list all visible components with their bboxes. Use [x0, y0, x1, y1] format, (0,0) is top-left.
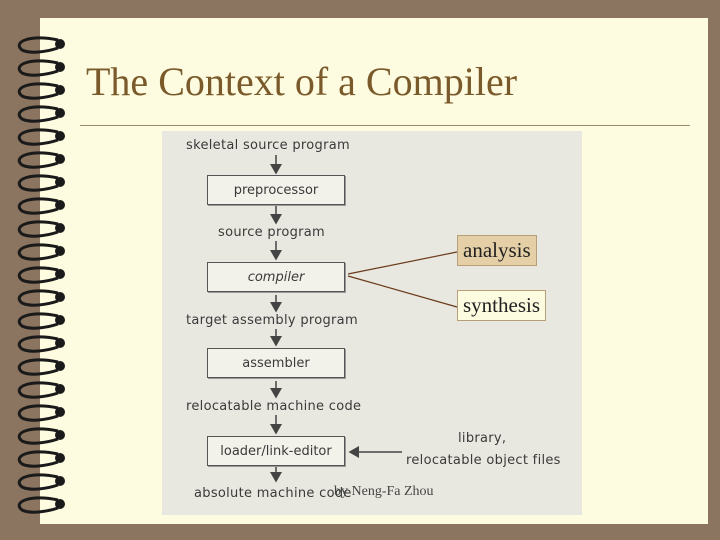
box-assembler: assembler — [207, 348, 345, 378]
slide-footer: by Neng-Fa Zhou — [334, 484, 434, 499]
binding-hole — [55, 338, 65, 348]
binding-ring — [17, 473, 59, 491]
binding-hole — [55, 154, 65, 164]
binding-hole — [55, 476, 65, 486]
binding-hole — [55, 407, 65, 417]
binding-ring — [17, 105, 59, 123]
binding-ring — [17, 36, 59, 54]
binding-hole — [55, 200, 65, 210]
binding-ring — [17, 496, 59, 514]
diagram-arrows — [270, 155, 402, 483]
label-library: library, — [458, 431, 507, 446]
binding-ring — [17, 335, 59, 353]
binding-hole — [55, 430, 65, 440]
binding-hole — [55, 453, 65, 463]
binding-ring — [17, 243, 59, 261]
binding-ring — [17, 197, 59, 215]
label-relocatable-code: relocatable machine code — [186, 399, 362, 414]
binding-ring — [17, 358, 59, 376]
label-relocatable-object-files: relocatable object files — [406, 453, 561, 468]
binding-hole — [55, 177, 65, 187]
callout-analysis: analysis — [457, 235, 537, 266]
binding-ring — [17, 266, 59, 284]
binding-ring — [17, 289, 59, 307]
binding-hole — [55, 223, 65, 233]
label-skeletal-source: skeletal source program — [186, 138, 350, 153]
label-absolute-machine-code: absolute machine code — [194, 486, 352, 501]
binding-ring — [17, 450, 59, 468]
binding-ring — [17, 220, 59, 238]
binding-hole — [55, 39, 65, 49]
binding-hole — [55, 85, 65, 95]
binding-ring — [17, 59, 59, 77]
binding-hole — [55, 131, 65, 141]
spiral-binding-icon — [17, 36, 65, 514]
binding-hole — [55, 384, 65, 394]
binding-ring — [17, 312, 59, 330]
binding-hole — [55, 62, 65, 72]
binding-ring — [17, 151, 59, 169]
binding-ring — [17, 404, 59, 422]
title-divider — [80, 125, 690, 126]
box-loader-link-editor: loader/link-editor — [207, 436, 345, 466]
binding-ring — [17, 128, 59, 146]
binding-hole — [55, 292, 65, 302]
binding-hole — [55, 108, 65, 118]
slide-title: The Context of a Compiler — [86, 59, 518, 104]
label-target-assembly: target assembly program — [186, 313, 358, 328]
binding-ring — [17, 82, 59, 100]
compiler-context-diagram: skeletal source program preprocessor sou… — [162, 131, 582, 515]
box-compiler: compiler — [207, 262, 345, 292]
label-source-program: source program — [218, 225, 325, 240]
binding-hole — [55, 315, 65, 325]
binding-ring — [17, 174, 59, 192]
binding-ring — [17, 381, 59, 399]
box-preprocessor: preprocessor — [207, 175, 345, 205]
binding-hole — [55, 246, 65, 256]
callout-synthesis: synthesis — [457, 290, 547, 321]
binding-hole — [55, 499, 65, 509]
binding-hole — [55, 361, 65, 371]
binding-ring — [17, 427, 59, 445]
binding-hole — [55, 269, 65, 279]
